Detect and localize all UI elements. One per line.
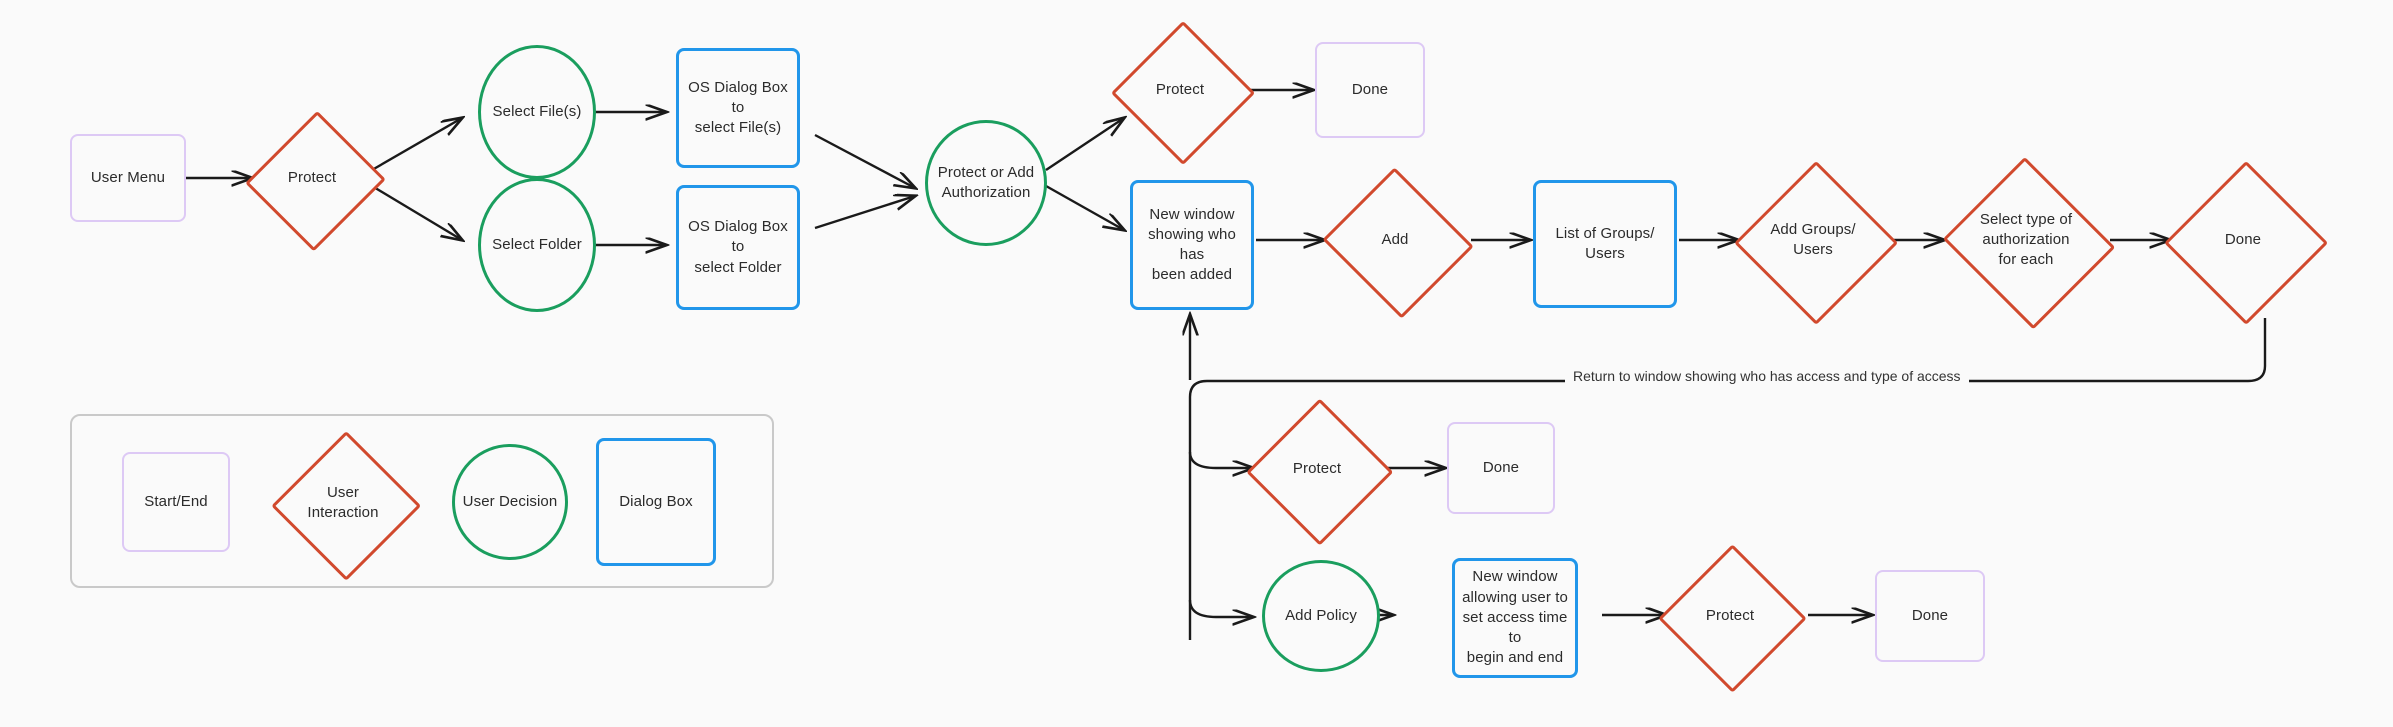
node-label: Protect [287, 168, 337, 186]
node-add-groups-users[interactable]: Add Groups/ Users [1733, 160, 1899, 326]
node-protect-or-add-authorization[interactable]: Protect or Add Authorization [925, 120, 1047, 246]
node-protect-3[interactable]: Protect [1246, 398, 1394, 546]
node-label-line-2: select Folder [694, 258, 782, 276]
node-label: Add [1381, 230, 1409, 248]
node-new-window-showing-added[interactable]: New window showing who has been added [1130, 180, 1254, 310]
node-label: OS Dialog Box to select File(s) [679, 78, 797, 139]
node-label-line-1: New window [1149, 205, 1235, 223]
node-label: Done [1911, 606, 1949, 624]
node-done-3[interactable]: Done [1447, 422, 1555, 514]
node-label: Done [1351, 80, 1389, 98]
node-label: Done [2224, 230, 2262, 248]
node-label-line-1: Select type of [1979, 210, 2073, 228]
node-label-line-2: showing who has [1148, 225, 1236, 263]
node-protect-2[interactable]: Protect [1110, 20, 1256, 166]
node-label-line-2: Users [1793, 241, 1833, 258]
legend-item-user-decision: User Decision [452, 444, 568, 560]
node-label: Protect or Add Authorization [932, 163, 1040, 204]
legend-label-line-2: Interaction [307, 504, 379, 521]
node-label: Protect [1155, 80, 1205, 98]
node-done-4[interactable]: Done [1875, 570, 1985, 662]
edge-osdialogfolder-protectoradd [814, 196, 915, 230]
node-label: Select File(s) [492, 102, 582, 120]
node-label: Add Policy [1285, 606, 1357, 624]
node-label-line-2: authorization [1982, 230, 2070, 248]
node-label-line-3: for each [1998, 251, 2054, 269]
node-label: New window allowing user to set access t… [1455, 567, 1575, 668]
node-list-of-groups-users[interactable]: List of Groups/ Users [1533, 180, 1677, 308]
node-label: OS Dialog Box to select Folder [679, 217, 797, 278]
node-label-line-3: been added [1151, 266, 1233, 284]
node-label-line-2: select File(s) [694, 119, 782, 137]
node-done-2[interactable]: Done [2163, 160, 2329, 326]
edge-protect-selectfiles [371, 118, 462, 172]
node-label: Add Groups/ Users [1764, 220, 1861, 261]
node-label: Protect [1292, 459, 1342, 477]
node-os-dialog-folder[interactable]: OS Dialog Box to select Folder [676, 185, 800, 310]
legend-label: User Decision [462, 492, 558, 510]
node-label: Done [1482, 458, 1520, 476]
edge-trunk-addpolicy [1188, 599, 1253, 617]
node-protect-4[interactable]: Protect [1658, 544, 1808, 694]
node-label-line-2: allowing user to [1462, 588, 1568, 606]
node-add-policy[interactable]: Add Policy [1262, 560, 1380, 672]
edge-protect-selectfolder [371, 184, 462, 240]
legend-panel: Start/End User Interaction User Decision… [70, 414, 774, 588]
node-label-line-1: Protect or Add [937, 163, 1035, 181]
node-protect-1[interactable]: Protect [244, 110, 386, 252]
node-label: Protect [1705, 606, 1755, 624]
edge-osdialogfiles-protectoradd [814, 133, 915, 188]
node-new-window-access-time[interactable]: New window allowing user to set access t… [1452, 558, 1578, 678]
node-label-line-2: Users [1585, 245, 1625, 262]
legend-label: User Interaction [301, 483, 384, 524]
legend-item-user-interaction: User Interaction [270, 430, 422, 582]
node-label-line-1: List of Groups/ [1555, 224, 1655, 242]
node-label: List of Groups/ Users [1549, 224, 1660, 265]
node-label: User Menu [90, 168, 166, 186]
node-label-line-1: OS Dialog Box to [688, 78, 788, 116]
node-select-files[interactable]: Select File(s) [478, 45, 596, 179]
node-label: Select Folder [492, 235, 582, 253]
node-label-line-1: Add Groups/ [1770, 220, 1856, 238]
legend-label: Dialog Box [619, 492, 693, 510]
node-select-type-of-authorization[interactable]: Select type of authorization for each [1940, 156, 2116, 330]
node-label-line-4: begin and end [1466, 649, 1564, 667]
node-label-line-3: set access time to [1462, 608, 1568, 647]
legend-label: Start/End [144, 492, 208, 510]
node-os-dialog-files[interactable]: OS Dialog Box to select File(s) [676, 48, 800, 168]
node-label-line-1: New window [1472, 568, 1558, 586]
node-label: New window showing who has been added [1133, 205, 1251, 286]
node-done-1[interactable]: Done [1315, 42, 1425, 138]
legend-label-line-1: User [326, 483, 360, 501]
legend-item-start-end: Start/End [122, 452, 230, 552]
node-select-folder[interactable]: Select Folder [478, 178, 596, 312]
edge-trunk-protect3 [1188, 451, 1253, 468]
node-label-line-1: OS Dialog Box to [688, 218, 788, 256]
node-label: Select type of authorization for each [1974, 210, 2078, 271]
legend-item-dialog-box: Dialog Box [596, 438, 716, 566]
node-user-menu[interactable]: User Menu [70, 134, 186, 222]
edge-label-return: Return to window showing who has access … [1565, 368, 1969, 384]
edge-protectoradd-newwindow [1045, 184, 1124, 230]
node-add[interactable]: Add [1320, 167, 1474, 319]
node-label-line-2: Authorization [941, 184, 1031, 201]
